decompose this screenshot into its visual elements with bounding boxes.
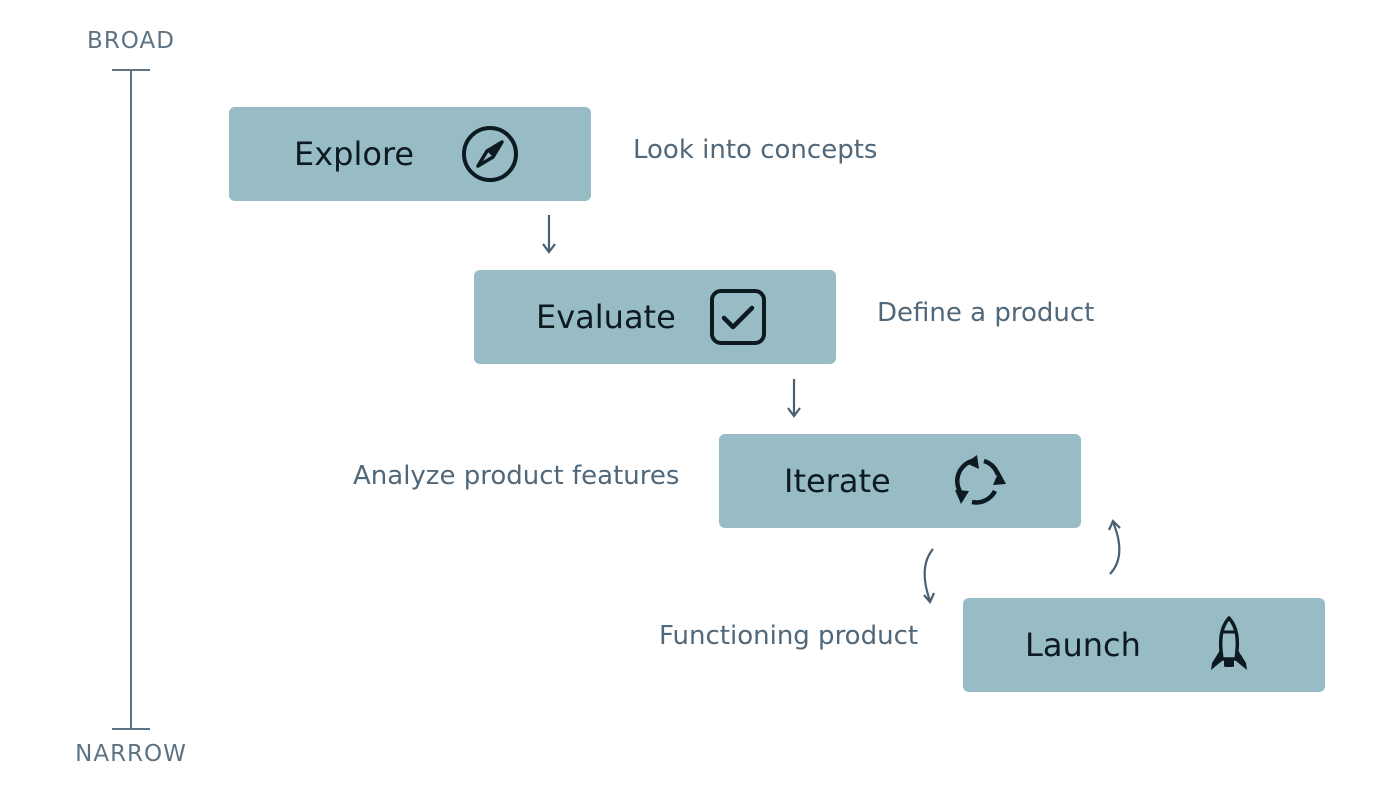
stage-evaluate-label: Evaluate [536, 298, 676, 336]
stage-explore-label: Explore [294, 135, 415, 173]
compass-icon [460, 124, 520, 184]
stage-evaluate-description: Define a product [877, 298, 1095, 328]
stage-evaluate: Evaluate [474, 270, 836, 364]
axis-bottom-cap [112, 728, 150, 730]
curved-arrow-up-icon [1100, 516, 1134, 578]
axis-top-label: BROAD [87, 28, 175, 54]
stage-launch-description: Functioning product [659, 621, 919, 651]
refresh-cycle-icon [948, 451, 1008, 511]
rocket-icon [1199, 615, 1259, 675]
stage-launch: Launch [963, 598, 1325, 692]
stage-iterate-label: Iterate [784, 462, 891, 500]
stage-explore-description: Look into concepts [633, 135, 878, 165]
stage-iterate: Iterate [719, 434, 1081, 528]
arrow-down-icon [784, 377, 804, 419]
checkbox-icon [708, 287, 768, 347]
stage-iterate-description: Analyze product features [353, 461, 680, 491]
axis-bottom-label: NARROW [75, 741, 187, 767]
arrow-down-icon [539, 213, 559, 255]
stage-explore: Explore [229, 107, 591, 201]
axis-line [130, 69, 132, 729]
curved-arrow-down-icon [912, 545, 946, 607]
stage-launch-label: Launch [1025, 626, 1141, 664]
